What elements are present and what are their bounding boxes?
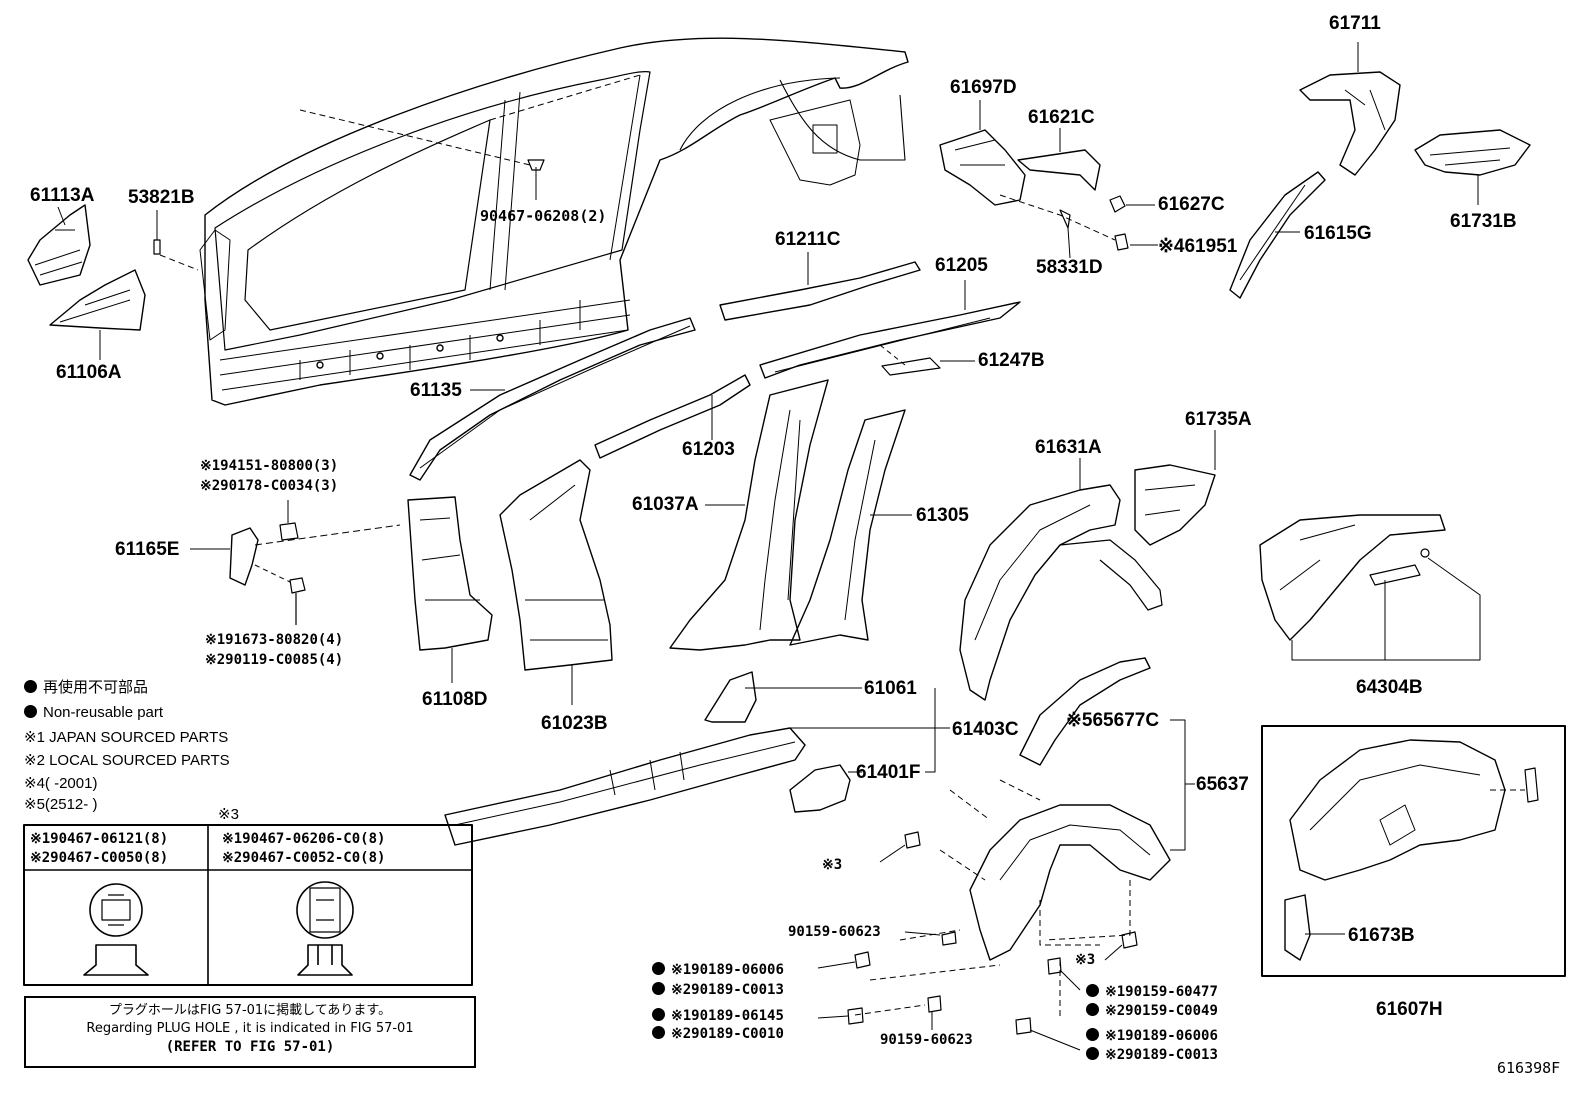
label-61113A: 61113A bbox=[30, 185, 95, 206]
label-61735A: 61735A bbox=[1185, 409, 1252, 430]
part-61631A bbox=[959, 484, 1163, 701]
part-61403C bbox=[444, 727, 806, 846]
non-reusable-dot-icon bbox=[652, 1026, 665, 1039]
non-reusable-dot-icon bbox=[652, 962, 665, 975]
label-61401F: 61401F bbox=[856, 762, 921, 783]
clip-label-290189-b: ※290189-C0010 bbox=[652, 1026, 784, 1042]
label-61205: 61205 bbox=[935, 255, 988, 276]
side-outer-panel bbox=[199, 37, 909, 406]
label-61627C: 61627C bbox=[1158, 194, 1225, 215]
part-61037A bbox=[669, 379, 829, 651]
part-61305 bbox=[789, 409, 906, 646]
legend-note4: ※4( -2001) bbox=[24, 775, 98, 792]
part-61106A bbox=[49, 269, 146, 331]
label-61607H: 61607H bbox=[1376, 999, 1443, 1020]
bolt-label-290119: ※290119-C0085(4) bbox=[205, 652, 344, 668]
part-61023B bbox=[499, 459, 613, 671]
part-65637 bbox=[969, 804, 1171, 961]
label-61403C: 61403C bbox=[952, 719, 1019, 740]
legend-en: Non-reusable part bbox=[24, 704, 163, 722]
bolt-label-191673: ※191673-80820(4) bbox=[205, 632, 344, 648]
label-61061: 61061 bbox=[864, 678, 917, 699]
label-61108D: 61108D bbox=[422, 689, 488, 710]
part-61205 bbox=[759, 301, 1021, 379]
label-58331D: 58331D bbox=[1036, 257, 1103, 278]
legend-note5: ※5(2512- ) bbox=[24, 796, 98, 813]
label-61135: 61135 bbox=[410, 380, 462, 401]
label-61697D: 61697D bbox=[950, 77, 1017, 98]
part-61615G bbox=[1229, 171, 1326, 299]
label-61711: 61711 bbox=[1329, 13, 1381, 34]
label-461951: ※461951 bbox=[1158, 236, 1238, 257]
part-61711 bbox=[1299, 71, 1401, 176]
part-61108D bbox=[407, 496, 493, 651]
part-61113A bbox=[27, 204, 91, 286]
clip-label-290189-c: ※290189-C0013 bbox=[1086, 1047, 1218, 1063]
label-61305: 61305 bbox=[916, 505, 969, 526]
label-61621C: 61621C bbox=[1028, 107, 1095, 128]
label-61615G: 61615G bbox=[1304, 223, 1372, 244]
plug-hole-reference-box: プラグホールはFIG 57-01に掲載してあります。 Regarding PLU… bbox=[24, 996, 476, 1068]
legend-local-sourced: ※2 LOCAL SOURCED PARTS bbox=[24, 752, 230, 769]
label-65637: 65637 bbox=[1196, 774, 1249, 795]
label-90159-60623-lower: 90159-60623 bbox=[880, 1032, 973, 1048]
label-65677C: ※565677C bbox=[1066, 710, 1160, 731]
part-61135 bbox=[409, 317, 696, 481]
non-reusable-dot-icon bbox=[1086, 984, 1099, 997]
bolt-label-290178: ※290178-C0034(3) bbox=[200, 478, 339, 494]
clip-table-left-2: ※290467-C0050(8) bbox=[30, 850, 169, 866]
label-61106A: 61106A bbox=[56, 362, 122, 383]
non-reusable-dot-icon bbox=[652, 982, 665, 995]
clip-table-right-2: ※290467-C0052-C0(8) bbox=[222, 850, 386, 866]
part-61735A bbox=[1134, 464, 1216, 546]
label-61631A: 61631A bbox=[1035, 437, 1102, 458]
legend-jp: 再使用不可部品 bbox=[24, 679, 148, 697]
part-61211C bbox=[719, 261, 921, 321]
label-90467-06208: 90467-06208(2) bbox=[480, 207, 607, 225]
reference-link[interactable]: (REFER TO FIG 57-01) bbox=[165, 1039, 335, 1055]
clip-table-left-1: ※190467-06121(8) bbox=[30, 831, 169, 847]
clip-label-190189-a: ※190189-06006 bbox=[652, 962, 784, 978]
label-64304B: 64304B bbox=[1356, 677, 1423, 698]
label-53821B: 53821B bbox=[128, 187, 195, 208]
bolt-label-194151: ※194151-80800(3) bbox=[200, 458, 339, 474]
label-61023B: 61023B bbox=[541, 713, 608, 734]
label-61037A: 61037A bbox=[632, 494, 699, 515]
clip-label-290159: ※290159-C0049 bbox=[1086, 1003, 1218, 1019]
non-reusable-dot-icon bbox=[24, 705, 37, 718]
label-61203: 61203 bbox=[682, 439, 735, 460]
part-61203 bbox=[594, 374, 751, 459]
part-61621C bbox=[1017, 149, 1101, 191]
non-reusable-dot-icon bbox=[1086, 1047, 1099, 1060]
label-61731B: 61731B bbox=[1450, 211, 1517, 232]
clip-table-right-1: ※190467-06206-C0(8) bbox=[222, 831, 386, 847]
reference-en: Regarding PLUG HOLE , it is indicated in… bbox=[86, 1021, 414, 1036]
label-61673B: 61673B bbox=[1348, 925, 1415, 946]
label-90159-60623-upper: 90159-60623 bbox=[788, 924, 881, 940]
reference-jp: プラグホールはFIG 57-01に掲載してあります。 bbox=[108, 1003, 392, 1018]
clip-table-col-note3: ※3 bbox=[218, 806, 239, 823]
non-reusable-dot-icon bbox=[1086, 1003, 1099, 1016]
clip-label-290189-a: ※290189-C0013 bbox=[652, 982, 784, 998]
label-61247B: 61247B bbox=[978, 350, 1045, 371]
part-64304B bbox=[1259, 514, 1446, 641]
legend-japan-sourced: ※1 JAPAN SOURCED PARTS bbox=[24, 729, 229, 746]
label-61211C: 61211C bbox=[775, 229, 841, 250]
label-note3-lower: ※3 bbox=[1075, 952, 1096, 968]
clip-label-190189-c: ※190189-06006 bbox=[1086, 1028, 1218, 1044]
part-61731B bbox=[1414, 129, 1531, 176]
part-61697D bbox=[939, 129, 1026, 206]
non-reusable-dot-icon bbox=[652, 1008, 665, 1021]
clip-label-190189-b: ※190189-06145 bbox=[652, 1008, 784, 1024]
figure-code: 616398F bbox=[1497, 1059, 1561, 1077]
non-reusable-dot-icon bbox=[24, 680, 37, 693]
non-reusable-dot-icon bbox=[1086, 1028, 1099, 1041]
clip-label-190159: ※190159-60477 bbox=[1086, 984, 1218, 1000]
label-note3-upper: ※3 bbox=[822, 857, 843, 873]
label-61165E: 61165E bbox=[115, 539, 180, 560]
part-61607H bbox=[1289, 739, 1506, 881]
